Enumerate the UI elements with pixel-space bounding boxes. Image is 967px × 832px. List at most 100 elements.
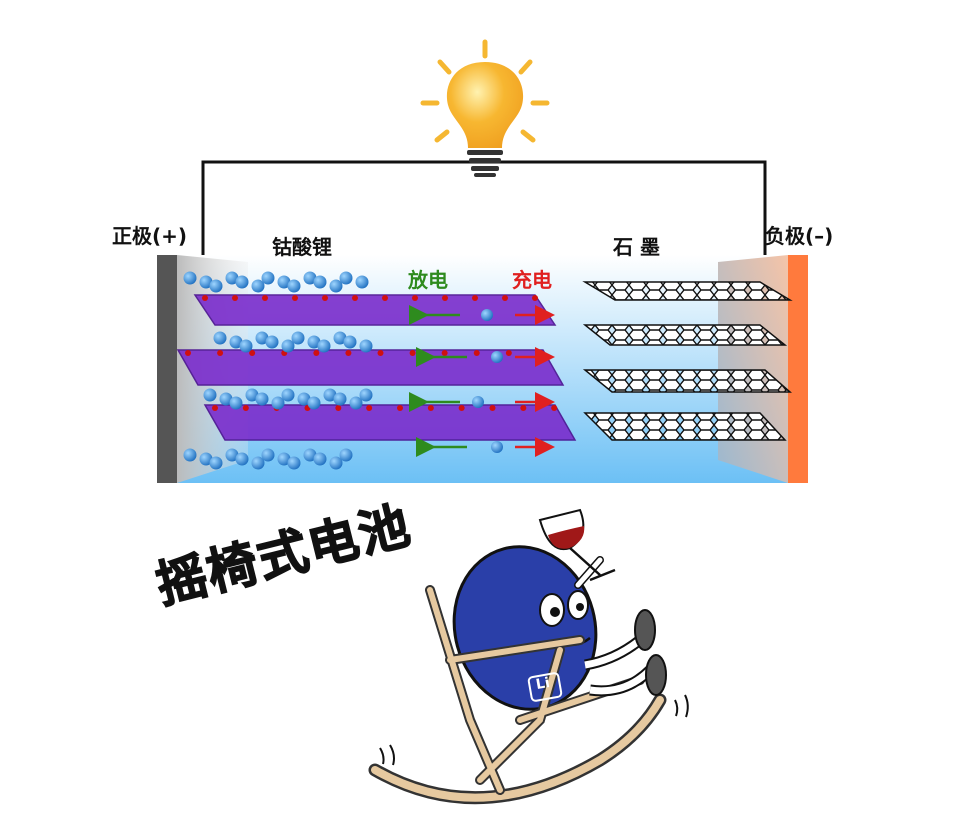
lithium-ion [472,396,484,408]
lithium-ion [291,331,305,345]
lithium-ion [261,271,275,285]
lithium-ion [265,335,279,349]
lithium-ion [339,448,353,462]
lithium-ion [209,279,223,293]
charge-label: 充电 [512,268,552,292]
lithium-ion [271,396,285,410]
lithium-ion [203,388,217,402]
oxygen-atom [472,295,478,301]
lithium-ion [199,275,213,289]
lithium-ion [287,279,301,293]
oxygen-atom [352,295,358,301]
oxygen-atom [473,350,480,356]
anode-material-label: 石 墨 [613,235,660,259]
ion-arrows [409,305,555,457]
lithium-ion [213,331,227,345]
oxygen-atom [212,405,218,411]
lithium-ion [219,392,233,406]
oxygen-atom [217,350,224,356]
oxygen-atom [441,350,448,356]
oxygen-atom [532,295,538,301]
lithium-ion [355,275,369,289]
lithium-ion [281,388,295,402]
li-badge: Li [534,674,552,694]
crystal-layer [193,294,557,326]
lithium-ion [339,271,353,285]
cathode-material-label: 钴酸锂 [272,235,332,259]
oxygen-atom [322,295,328,301]
oxygen-atom [505,350,512,356]
lithium-ion [343,335,357,349]
lithium-ion [209,456,223,470]
oxygen-atom [489,405,496,411]
lithium-ion [255,392,269,406]
lithium-cobalt-oxide-structure [176,271,577,470]
lithium-ion [303,271,317,285]
lithium-ion [255,331,269,345]
lithium-ion [313,275,327,289]
oxygen-atom [202,295,208,301]
light-bulb-icon [420,39,550,177]
lithium-ion [491,441,503,453]
oxygen-atom [458,405,465,411]
oxygen-atom [382,295,388,301]
oxygen-atom [442,295,448,301]
oxygen-atom [551,405,558,411]
oxygen-atom [427,405,434,411]
cathode-label: 正极(+) [112,224,188,248]
graphite-layers [582,281,793,441]
lithium-ion [225,448,239,462]
oxygen-atom [520,405,527,411]
lithium-ion [303,448,317,462]
lithium-ion [333,392,347,406]
lithium-ion [333,331,347,345]
crystal-layer [176,349,565,386]
anode-label: 负极(–) [765,224,834,248]
lithium-ion [183,271,197,285]
anode-plate [788,255,808,483]
lithium-ion [229,335,243,349]
oxygen-atom [409,350,416,356]
lithium-ion [287,456,301,470]
lithium-ion [245,388,259,402]
lithium-ion [359,339,373,353]
lithium-ion [323,388,337,402]
lithium-ion [349,396,363,410]
lithium-ion [329,456,343,470]
oxygen-atom [185,350,191,356]
oxygen-atom [537,350,544,356]
lithium-ion [235,452,249,466]
lithium-ion [235,275,249,289]
oxygen-atom [412,295,418,301]
lithium-ion [239,339,253,353]
oxygen-atom [502,295,508,301]
oxygen-atom [377,350,384,356]
lithium-ion [329,279,343,293]
lithium-ion [481,309,493,321]
cathode-plate [157,255,177,483]
crystal-layer [203,404,577,441]
lithium-ion [229,396,243,410]
oxygen-atom [262,295,268,301]
lithium-ion [183,448,197,462]
lithium-ion [251,456,265,470]
lithium-ion [297,392,311,406]
lithium-ion [251,279,265,293]
lithium-ion [307,396,321,410]
lithium-character-rocking-chair-illustration [368,508,689,805]
oxygen-atom [249,350,256,356]
lithium-ion [199,452,213,466]
oxygen-atom [335,405,342,411]
lithium-ion [281,339,295,353]
lithium-ion [313,452,327,466]
lithium-ion [277,452,291,466]
lithium-ion [359,388,373,402]
lithium-ion [225,271,239,285]
oxygen-atom [292,295,298,301]
oxygen-atom [397,405,403,411]
lithium-ion [307,335,321,349]
oxygen-atom [313,350,320,356]
oxygen-atom [345,350,352,356]
oxygen-atom [366,405,373,411]
